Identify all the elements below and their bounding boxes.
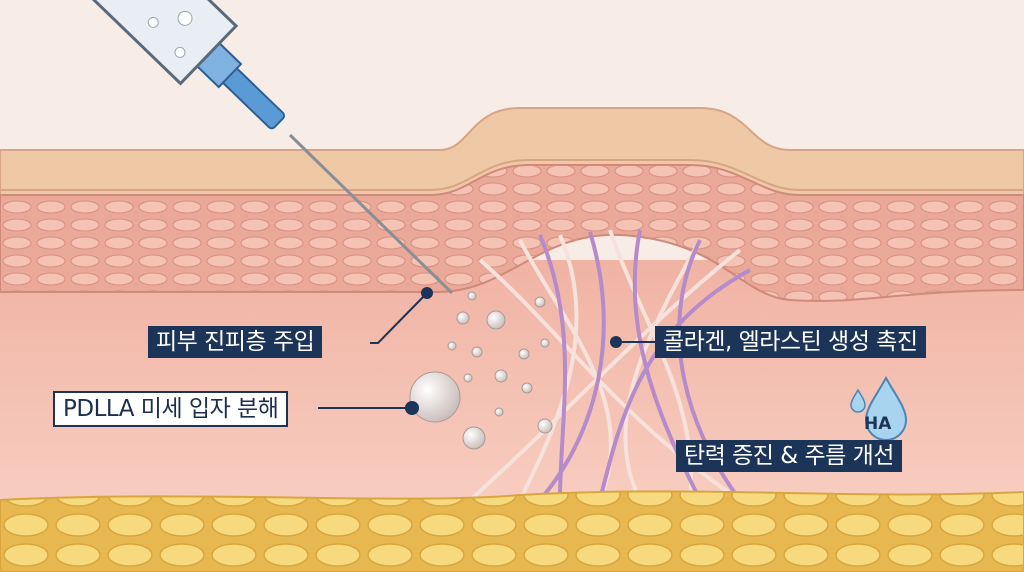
label-elasticity: 탄력 증진 & 주름 개선 (676, 440, 902, 472)
ha-label: HA (864, 414, 892, 434)
fat-layer (0, 490, 1024, 572)
small-drop-icon (850, 388, 866, 413)
ha-drop-icon (864, 375, 908, 441)
label-injection: 피부 진피층 주입 (148, 326, 323, 358)
leader-lines (318, 292, 655, 409)
label-collagen: 콜라겐, 엘라스틴 생성 촉진 (655, 326, 926, 358)
syringe-icon (61, 0, 454, 295)
dermis-layer (0, 260, 1024, 520)
pdlla-particles (409, 291, 553, 450)
label-pdlla: PDLLA 미세 입자 분해 (53, 391, 289, 427)
dermis-cell-layer (0, 164, 1024, 303)
